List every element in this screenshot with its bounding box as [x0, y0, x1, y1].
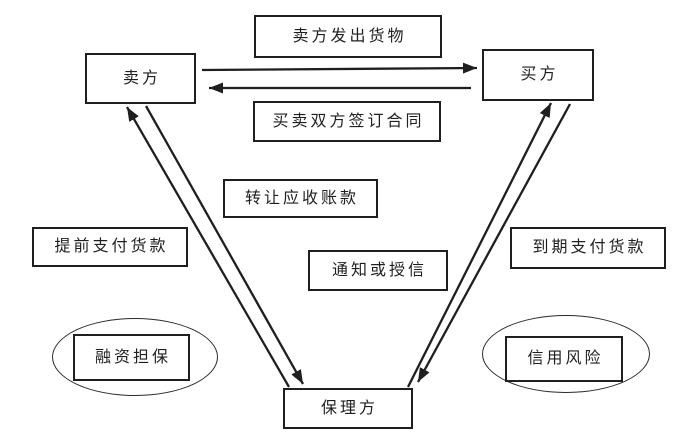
node-seller: 卖方	[85, 53, 196, 104]
node-factor-label: 保理方	[320, 399, 378, 417]
credit-risk-label: 信用风险	[527, 350, 604, 367]
label-sign-contract-text: 买卖双方签订合同	[272, 112, 425, 130]
arrow-seller-to-buyer	[201, 62, 478, 74]
label-due-payment: 到期支付货款	[510, 227, 666, 269]
label-advance-payment-text: 提前支付货款	[54, 238, 169, 255]
label-sign-contract: 买卖双方签订合同	[253, 101, 441, 142]
label-notify-or-credit-text: 通知或授信	[331, 261, 427, 279]
arrow-factor-to-buyer	[406, 102, 553, 388]
label-transfer-receivables-text: 转让应收账款	[244, 189, 359, 207]
node-seller-label: 卖方	[122, 69, 161, 87]
arrow-buyer-to-factor	[416, 103, 572, 383]
label-advance-payment: 提前支付货款	[32, 227, 188, 267]
label-ship-goods-text: 卖方发出货物	[292, 27, 407, 45]
oval-credit-risk	[482, 315, 650, 393]
label-transfer-receivables: 转让应收账款	[223, 179, 378, 218]
label-notify-or-credit: 通知或授信	[308, 250, 448, 291]
box-financing-guarantee: 融资担保	[73, 334, 190, 381]
node-buyer: 买方	[482, 49, 594, 101]
box-credit-risk: 信用风险	[505, 336, 623, 382]
oval-financing-guarantee	[52, 318, 218, 396]
arrow-seller-to-factor	[144, 105, 305, 385]
label-due-payment-text: 到期支付货款	[532, 239, 647, 256]
financing-guarantee-label: 融资担保	[94, 348, 171, 366]
node-buyer-label: 买方	[520, 66, 559, 83]
node-factor: 保理方	[283, 388, 413, 429]
label-ship-goods: 卖方发出货物	[254, 15, 442, 58]
arrow-factor-to-seller	[126, 106, 290, 388]
